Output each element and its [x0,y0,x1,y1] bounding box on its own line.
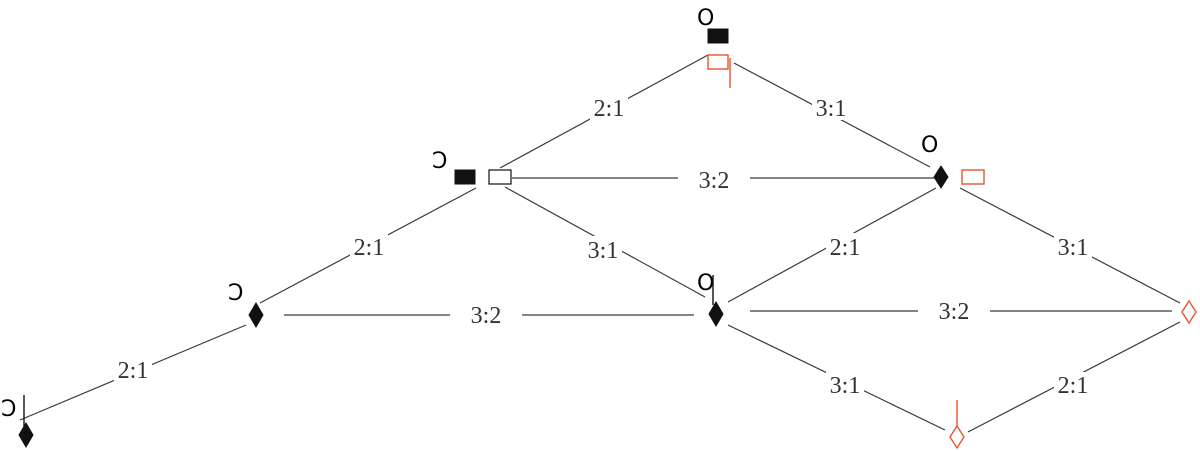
node-row3-right [1181,299,1197,325]
edge-label-left-upper: 2:1 [354,235,385,261]
node-bottom-center [949,400,965,450]
edge-label-top-left: 2:1 [594,96,625,122]
edge-label-center-lower: 3:1 [830,373,861,399]
red-hollow-diamond-icon [1181,299,1197,325]
edge-label-left-lower: 2:1 [118,358,149,384]
red-hollow-square-icon [961,169,985,185]
reversed-c-symbol: Ɔ [1,397,16,422]
edge-label-center-upper: 3:1 [588,238,619,264]
open-circle-symbol: O [697,6,714,31]
edge-label-right-lower: 2:1 [1058,373,1089,399]
filled-diamond-icon [708,301,724,327]
node-bottom-left: Ɔ [1,395,34,448]
reversed-c-symbol: Ɔ [432,149,447,174]
edge-label-row3-right-horizontal: 3:2 [939,299,970,325]
red-hollow-diamond-icon [949,424,965,450]
reversed-c-symbol: Ɔ [228,281,243,306]
node-row2-left: Ɔ [432,149,512,185]
filled-diamond-icon [248,302,264,328]
edge-label-center-right-upper: 2:1 [830,235,861,261]
open-circle-symbol: O [697,271,714,296]
hollow-square-icon [488,169,512,185]
filled-diamond-icon [933,165,949,189]
open-circle-symbol: O [921,133,938,158]
edge-label-row2-horizontal: 3:2 [699,168,730,194]
red-hollow-square-icon [707,54,729,70]
edge-label-row3-left-horizontal: 3:2 [471,303,502,329]
node-row3-center: O [697,271,724,327]
filled-square-icon [707,28,729,44]
node-row2-right: O [921,133,985,189]
edge-label-top-right: 3:1 [816,96,847,122]
edge-label-right-upper: 3:1 [1058,235,1089,261]
edge-labels: 2:1 3:1 3:2 2:1 3:1 2:1 3:1 3:2 3:2 2:1 … [114,94,1092,399]
filled-diamond-icon [18,422,34,448]
filled-square-icon [454,169,476,185]
node-row3-left: Ɔ [228,281,264,328]
node-top: O [697,6,731,88]
